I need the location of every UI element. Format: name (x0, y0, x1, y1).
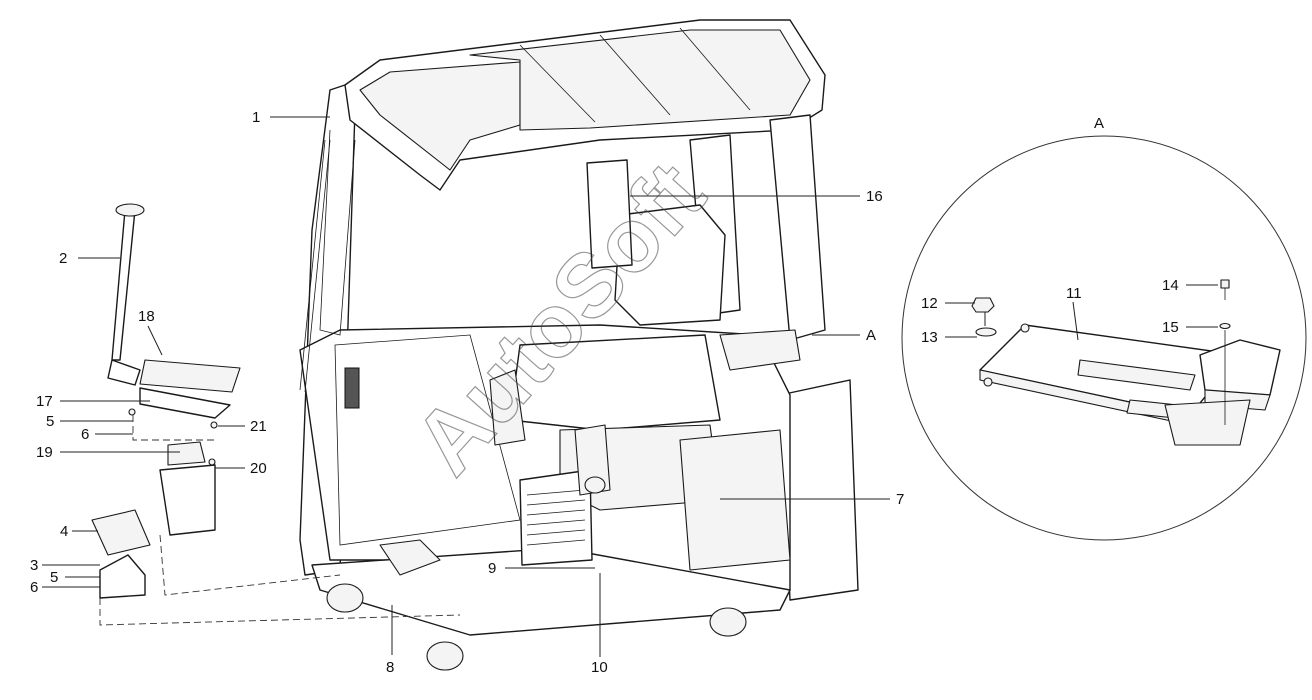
label-11: 11 (1066, 285, 1082, 302)
label-17: 17 (36, 393, 53, 410)
label-14: 14 (1162, 277, 1179, 294)
label-10: 10 (591, 659, 608, 676)
label-5-upper: 5 (46, 413, 54, 430)
label-13: 13 (921, 329, 938, 346)
label-2: 2 (59, 250, 67, 267)
exploded-dashed-lines (99, 415, 461, 626)
label-4: 4 (60, 523, 68, 540)
label-19: 19 (36, 444, 53, 461)
cab-frame (299, 19, 859, 671)
label-7: 7 (896, 491, 904, 508)
label-16: 16 (866, 188, 883, 205)
part-16-box (586, 159, 633, 269)
label-15: 15 (1162, 319, 1179, 336)
label-18: 18 (138, 308, 155, 325)
detail-a-circle (901, 135, 1307, 541)
part-labels: 1 2 18 17 5 6 21 19 20 4 3 5 6 8 9 10 7 … (30, 109, 1179, 676)
label-a-ref: A (866, 327, 876, 344)
label-5-lower: 5 (50, 569, 58, 586)
label-20: 20 (250, 460, 267, 477)
leader-lines (42, 116, 1218, 657)
label-6-lower: 6 (30, 579, 38, 596)
label-21: 21 (250, 418, 267, 435)
label-8: 8 (386, 659, 394, 676)
label-3: 3 (30, 557, 38, 574)
travel-lever-assembly (91, 203, 241, 599)
operator-seat (489, 204, 801, 571)
label-1: 1 (252, 109, 260, 126)
label-9: 9 (488, 560, 496, 577)
label-6-upper: 6 (81, 426, 89, 443)
label-detail-a: A (1094, 115, 1104, 132)
label-12: 12 (921, 295, 938, 312)
